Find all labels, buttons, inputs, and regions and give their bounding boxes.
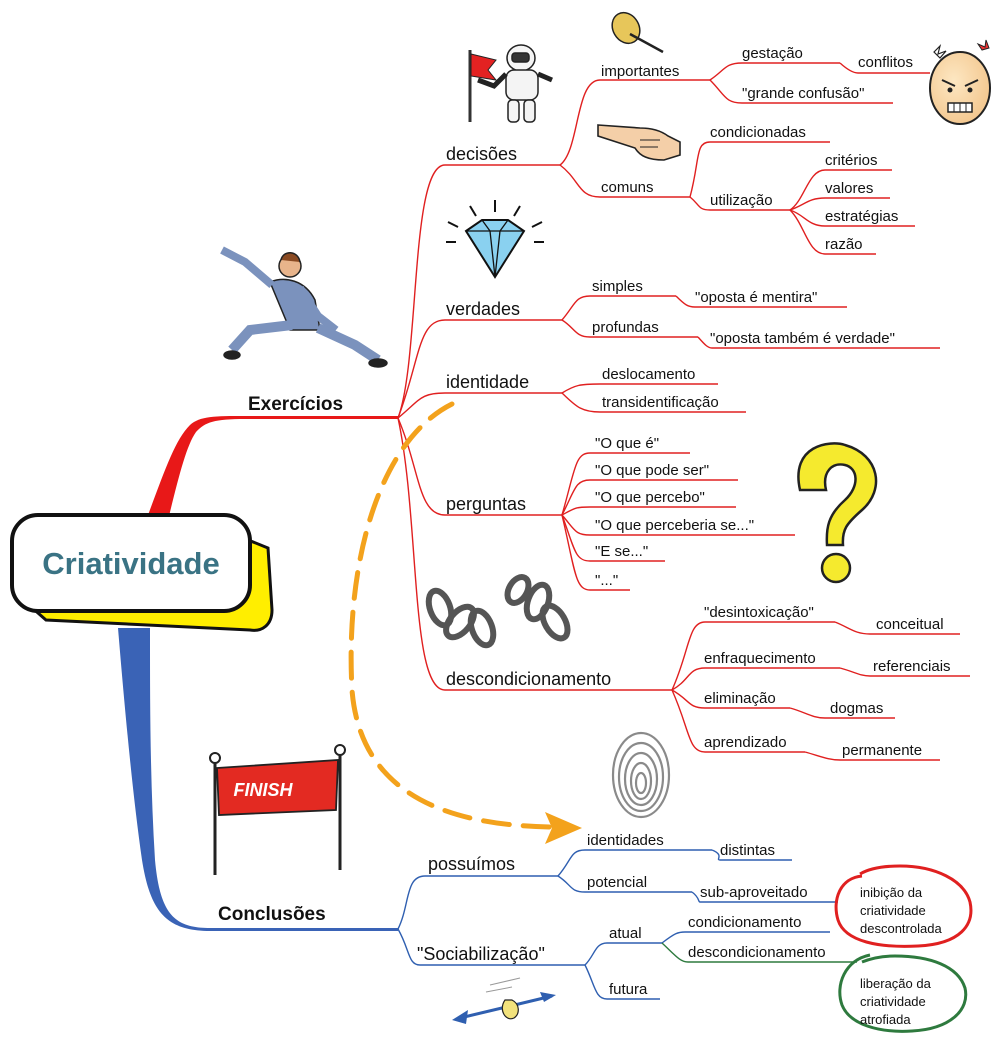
permanente-label[interactable]: permanente — [842, 742, 922, 759]
note-line: liberação da — [860, 976, 932, 991]
oposta-mentira-label[interactable]: "oposta é mentira" — [695, 289, 817, 306]
pergunta-item[interactable]: "O que perceberia se..." — [595, 517, 754, 534]
dashed-relation-arrow — [348, 401, 553, 830]
profundas-label[interactable]: profundas — [592, 319, 659, 336]
note-line: criatividade — [860, 903, 926, 918]
conclusoes-label[interactable]: Conclusões — [218, 904, 326, 925]
identidades-label[interactable]: identidades — [587, 832, 664, 849]
deslocamento-label[interactable]: deslocamento — [602, 366, 695, 383]
conceitual-label[interactable]: conceitual — [876, 616, 944, 633]
identidade-label[interactable]: identidade — [446, 372, 529, 392]
eliminacao-label[interactable]: eliminação — [704, 690, 776, 707]
central-node[interactable]: Criatividade — [10, 513, 274, 632]
referenciais-label[interactable]: referenciais — [873, 658, 951, 675]
sociabilizacao-label[interactable]: "Sociabilização" — [417, 944, 545, 964]
enfraquecimento-label[interactable]: enfraquecimento — [704, 650, 816, 667]
exercicios-connectors — [397, 62, 970, 761]
diamond-icon — [446, 200, 544, 279]
finish-text: FINISH — [233, 780, 293, 800]
possuimos-label[interactable]: possuímos — [428, 854, 515, 874]
conflitos-label[interactable]: conflitos — [858, 54, 913, 71]
finish-banner-icon: FINISH — [209, 744, 346, 875]
pointing-hand-icon — [597, 124, 681, 161]
exercicios-main-branch — [148, 416, 398, 520]
distintas-label[interactable]: distintas — [720, 842, 775, 859]
razao-label[interactable]: razão — [825, 236, 863, 253]
oposta-verdade-label[interactable]: "oposta também é verdade" — [710, 330, 895, 347]
utilizacao-label[interactable]: utilização — [710, 192, 773, 209]
importantes-label[interactable]: importantes — [601, 63, 679, 80]
estrategias-label[interactable]: estratégias — [825, 208, 898, 225]
target-arrow-icon — [452, 977, 556, 1024]
gestacao-label[interactable]: gestação — [742, 45, 803, 62]
simples-label[interactable]: simples — [592, 278, 643, 295]
sub-aproveitado-label[interactable]: sub-aproveitado — [700, 884, 808, 901]
pergunta-item[interactable]: "O que pode ser" — [595, 462, 709, 479]
verdades-label[interactable]: verdades — [446, 299, 520, 319]
perguntas-label[interactable]: perguntas — [446, 494, 526, 514]
inibicao-note: inibição da criatividade descontrolada — [834, 864, 973, 948]
fingerprint-icon — [611, 731, 671, 819]
grande-confusao-label[interactable]: "grande confusão" — [742, 85, 864, 102]
dogmas-label[interactable]: dogmas — [830, 700, 883, 717]
condicionamento-label[interactable]: condicionamento — [688, 914, 801, 931]
descondicionamento-link-line — [661, 942, 857, 963]
martial-artist-icon — [220, 246, 388, 368]
transidentificacao-label[interactable]: transidentificação — [602, 394, 719, 411]
astronaut-icon — [477, 44, 553, 123]
pergunta-item[interactable]: "O que percebo" — [595, 489, 705, 506]
condicionadas-label[interactable]: condicionadas — [710, 124, 806, 141]
broken-chain-icon — [425, 574, 571, 649]
criterios-label[interactable]: critérios — [825, 152, 878, 169]
descondicionamento-sub-label[interactable]: descondicionamento — [688, 944, 826, 961]
conclusoes-main-branch — [118, 628, 398, 931]
note-line: criatividade — [860, 994, 926, 1009]
desintoxicacao-label[interactable]: "desintoxicação" — [704, 604, 814, 621]
central-title: Criatividade — [42, 546, 219, 581]
conclusoes-connectors — [397, 849, 838, 1000]
aprendizado-label[interactable]: aprendizado — [704, 734, 787, 751]
comuns-label[interactable]: comuns — [601, 179, 654, 196]
pergunta-item[interactable]: "..." — [595, 572, 618, 589]
pergunta-item[interactable]: "E se..." — [595, 543, 648, 560]
note-line: atrofiada — [860, 1012, 911, 1027]
note-line: descontrolada — [860, 921, 942, 936]
futura-label[interactable]: futura — [609, 981, 648, 998]
arrow-head-icon — [545, 812, 582, 844]
question-mark-icon — [797, 442, 878, 584]
decisoes-label[interactable]: decisões — [446, 144, 517, 164]
exercicios-label[interactable]: Exercícios — [248, 394, 343, 415]
pushpin-icon — [611, 11, 664, 54]
pergunta-item[interactable]: "O que é" — [595, 435, 659, 452]
note-line: inibição da — [860, 885, 923, 900]
valores-label[interactable]: valores — [825, 180, 873, 197]
potencial-label[interactable]: potencial — [587, 874, 647, 891]
atual-label[interactable]: atual — [609, 925, 642, 942]
angry-face-icon — [929, 39, 991, 125]
flag-icon — [468, 50, 498, 122]
descondicionamento-label[interactable]: descondicionamento — [446, 669, 611, 689]
liberacao-note: liberação da criatividade atrofiada — [838, 953, 968, 1033]
